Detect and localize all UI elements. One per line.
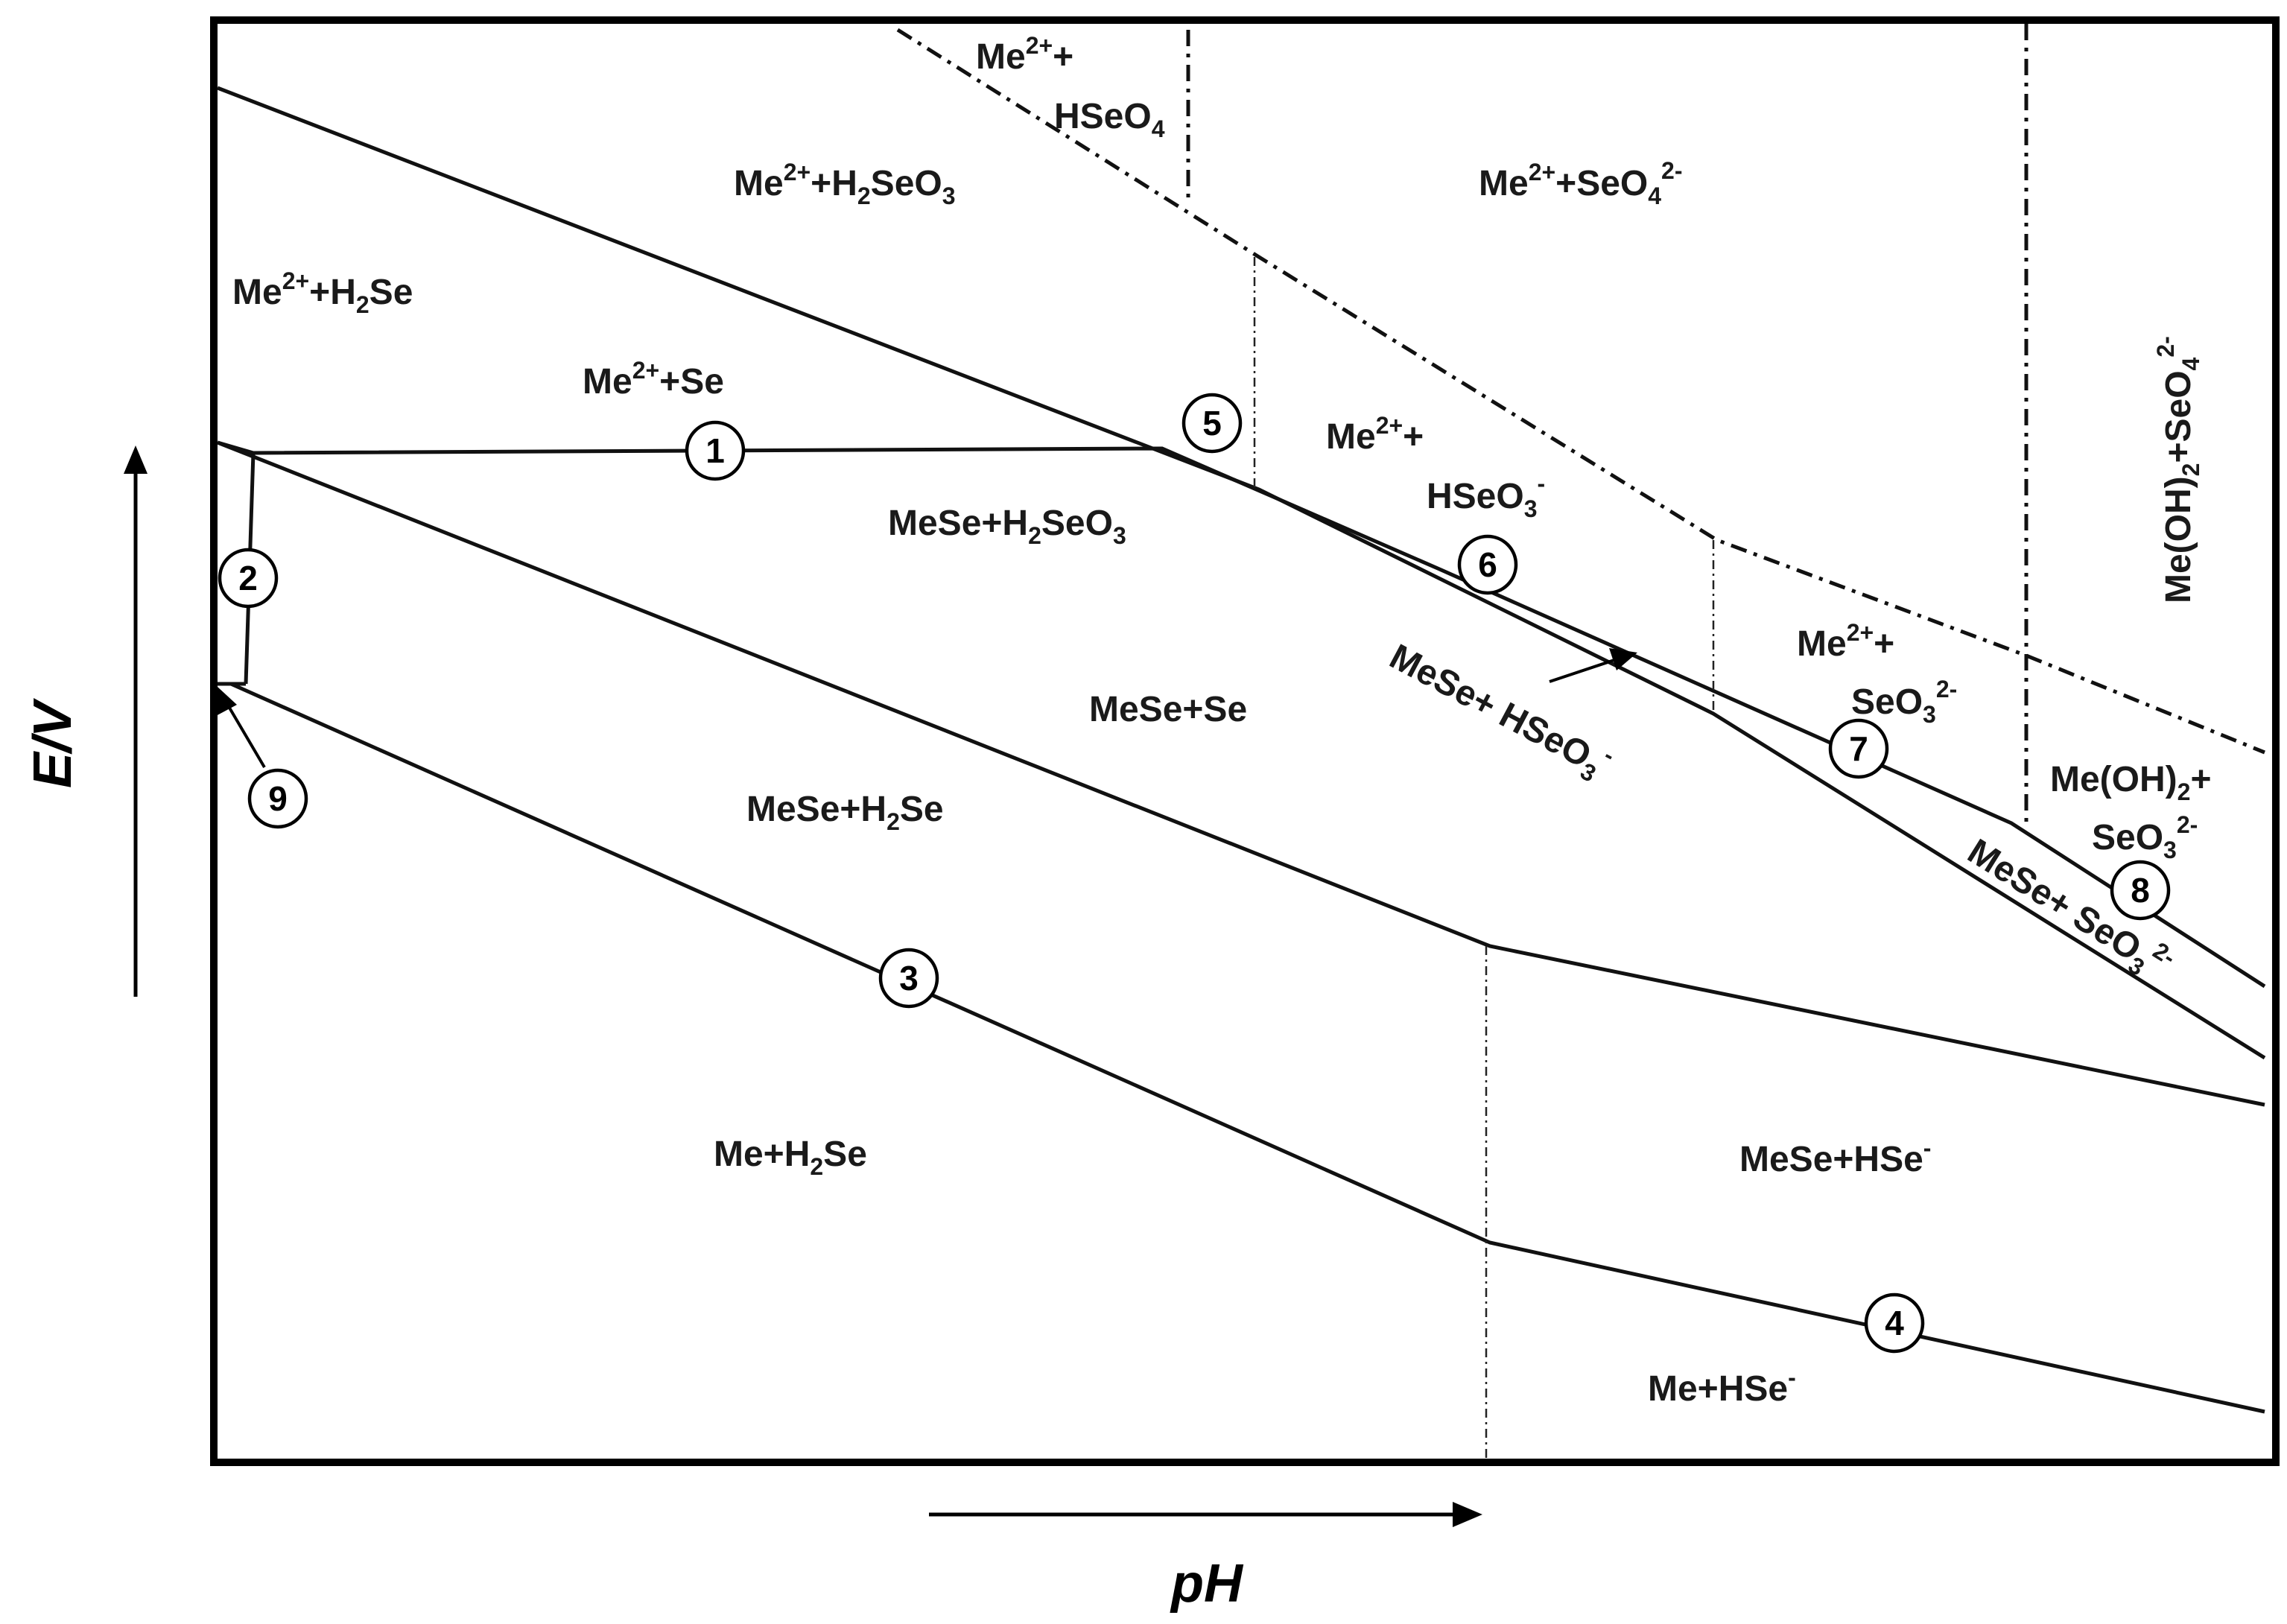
region-label-me-hseo4-line1: Me2++ — [976, 32, 1073, 77]
svg-text:3: 3 — [899, 959, 919, 997]
marker-7: 7 — [1828, 718, 1889, 779]
region-label-me-seo4: Me2++SeO42- — [1479, 157, 1683, 209]
marker-1: 1 — [685, 420, 746, 481]
x-axis-label: pH — [1170, 1554, 1244, 1614]
svg-text:6: 6 — [1478, 545, 1497, 584]
region-label-mese-h2se: MeSe+H2Se — [746, 790, 944, 835]
x-axis-arrowhead-icon — [1453, 1502, 1482, 1527]
region-label-me-h2se-low: Me+H2Se — [714, 1135, 867, 1180]
region-label-mese-hse: MeSe+HSe- — [1739, 1135, 1931, 1179]
region-label-me-hseo3-line1: Me2++ — [1326, 412, 1424, 457]
pointer-arrow-hseo3 — [1549, 658, 1617, 683]
region-label-meoh2-seo3-line1: Me(OH)2+ — [2050, 760, 2211, 805]
svg-text:1: 1 — [705, 431, 725, 470]
y-axis-label: E/V — [23, 697, 83, 788]
region-label-me-h2seo3: Me2++H2SeO3 — [734, 159, 956, 209]
boundary-line-se-middle — [217, 440, 2265, 1107]
marker-2: 2 — [218, 548, 279, 609]
boundary-line-3-4 — [229, 682, 2265, 1414]
region-label-me-se: Me2++Se — [583, 357, 724, 402]
region-label-me-seo3-line1: Me2++ — [1797, 619, 1894, 664]
marker-3: 3 — [878, 948, 939, 1009]
plot-frame — [210, 16, 2280, 1466]
region-label-meoh2-seo4: Me(OH)2+SeO42- — [2152, 336, 2204, 603]
boundary-line-upper-steep — [217, 86, 2266, 1060]
region-label-meoh2-seo3-line2: SeO32- — [2092, 811, 2198, 863]
marker-5: 5 — [1181, 393, 1243, 454]
svg-text:4: 4 — [1885, 1304, 1904, 1342]
boundary-line-2-stub — [217, 440, 254, 455]
svg-text:9: 9 — [268, 779, 288, 818]
svg-text:5: 5 — [1202, 404, 1222, 443]
svg-text:7: 7 — [1849, 729, 1868, 768]
marker-6: 6 — [1457, 534, 1518, 595]
pointer-arrowhead-hseo3 — [1609, 648, 1637, 670]
boundary-line-1 — [253, 446, 2266, 989]
pointer-arrowhead-9 — [215, 687, 237, 717]
region-label-me-hse: Me+HSe- — [1648, 1364, 1796, 1409]
region-label-mese-hseo3: MeSe+ HSeO3- — [1380, 631, 1620, 791]
marker-9: 9 — [247, 768, 308, 829]
marker-4: 4 — [1864, 1292, 1925, 1354]
region-label-mese-h2seo3: MeSe+H2SeO3 — [888, 504, 1126, 549]
svg-text:2: 2 — [238, 559, 258, 597]
region-label-me-hseo3-line2: HSeO3- — [1427, 470, 1545, 522]
marker-8: 8 — [2110, 860, 2171, 921]
region-label-me-seo3-line2: SeO32- — [1851, 676, 1957, 728]
y-axis-arrowhead-icon — [124, 445, 148, 474]
region-label-me-h2se: Me2++H2Se — [232, 267, 413, 318]
pointer-arrow-9 — [226, 702, 266, 769]
svg-text:8: 8 — [2131, 871, 2150, 910]
dashdot-line-selenate — [896, 28, 2265, 755]
region-label-me-hseo4-line2: HSeO4 — [1054, 97, 1165, 142]
region-label-mese-se: MeSe+Se — [1089, 690, 1247, 729]
